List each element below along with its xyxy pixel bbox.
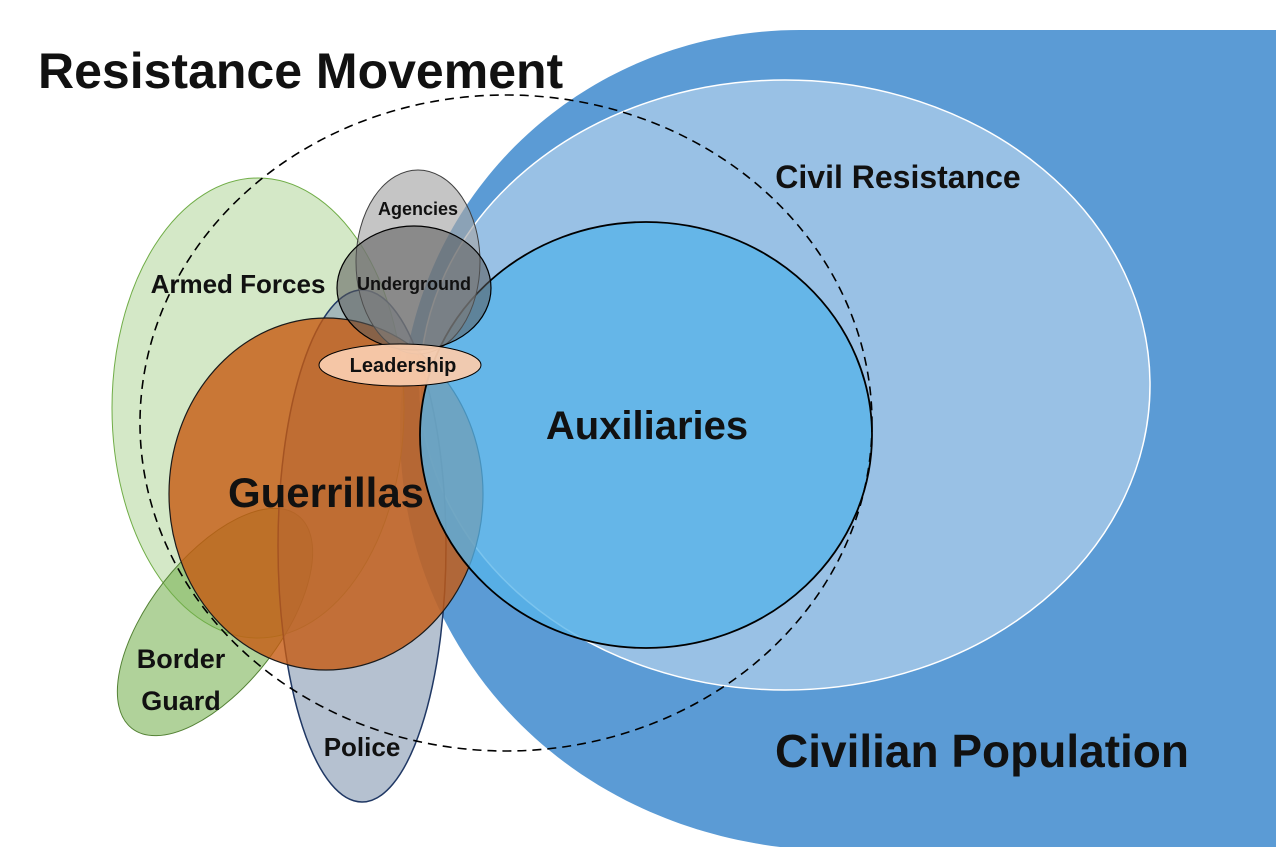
police-label: Police — [324, 732, 401, 762]
auxiliaries-label: Auxiliaries — [546, 404, 748, 448]
civilian-population-label: Civilian Population — [775, 725, 1189, 777]
border-guard-label-line1: Border — [137, 644, 226, 674]
leadership-region — [318, 343, 482, 387]
armed-forces-label: Armed Forces — [151, 269, 326, 299]
diagram-title: Resistance Movement — [38, 43, 564, 99]
underground-label: Underground — [357, 274, 471, 294]
civil-resistance-label: Civil Resistance — [775, 159, 1020, 195]
agencies-label: Agencies — [378, 199, 458, 219]
guerrillas-label: Guerrillas — [228, 469, 424, 516]
border-guard-label-line2: Guard — [141, 686, 221, 716]
leadership-label: Leadership — [350, 355, 457, 377]
auxiliaries-region — [419, 221, 873, 649]
resistance-movement-boundary — [139, 94, 873, 752]
